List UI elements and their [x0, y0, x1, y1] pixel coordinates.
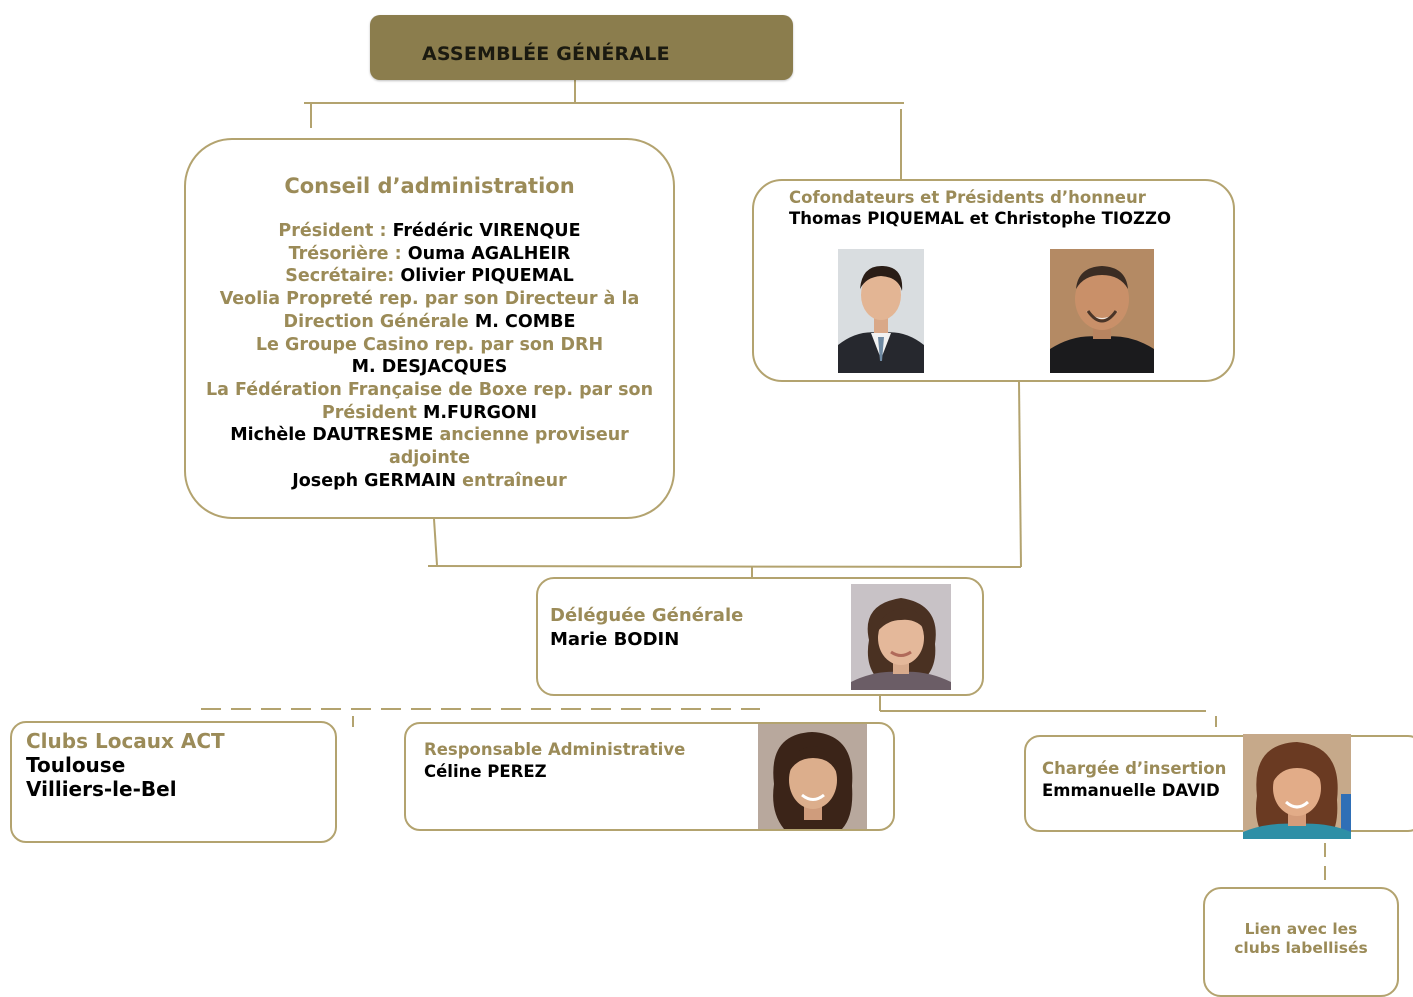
clubs-title: Clubs Locaux ACT — [26, 729, 225, 753]
conseil-member-line: adjointe — [192, 447, 667, 470]
club-city: Toulouse — [26, 753, 126, 777]
portrait-photo-emmanuelle — [1243, 734, 1351, 839]
conseil-member-line: Joseph GERMAIN entraîneur — [192, 470, 667, 493]
lien-clubs-box: Lien avec les clubs labellisés — [1203, 887, 1399, 997]
conseil-text-segment: adjointe — [388, 448, 471, 469]
lien-text: Lien avec les clubs labellisés — [1205, 920, 1397, 958]
conseil-member-line: Veolia Propreté rep. par son Directeur à… — [192, 288, 667, 311]
conseil-administration-box: Conseil d’administration Président : Fré… — [184, 138, 675, 519]
conseil-text-segment: ancienne proviseur — [439, 425, 629, 446]
conseil-text-segment: Direction Générale — [283, 311, 475, 332]
assemblee-generale-title: ASSEMBLÉE GÉNÉRALE — [422, 43, 670, 65]
chargee-insertion-box: Chargée d’insertion Emmanuelle DAVID — [1024, 735, 1413, 832]
conseil-text-segment: Veolia Propreté rep. par son Directeur à… — [219, 289, 640, 310]
conseil-member-line: Président M.FURGONI — [192, 402, 667, 425]
conseil-text-segment: entraîneur — [462, 470, 567, 491]
conseil-text-segment: M. DESJACQUES — [351, 357, 508, 378]
chargee-title: Chargée d’insertion — [1042, 759, 1227, 778]
conseil-text-segment: Frédéric VIRENQUE — [392, 221, 581, 241]
conseil-member-line: Trésorière : Ouma AGALHEIR — [192, 243, 667, 266]
portrait-photo-christophe — [1050, 249, 1154, 373]
conseil-member-line: Le Groupe Casino rep. par son DRH — [192, 334, 667, 357]
responsable-title: Responsable Administrative — [424, 740, 686, 759]
responsable-name: Céline PEREZ — [424, 762, 547, 781]
conseil-text-segment: Président : — [278, 221, 393, 241]
conseil-title: Conseil d’administration — [284, 174, 575, 198]
conseil-text-segment: M. COMBE — [474, 311, 576, 332]
conseil-member-line: Direction Générale M. COMBE — [192, 311, 667, 334]
conseil-member-line: Président : Frédéric VIRENQUE — [192, 220, 667, 243]
cofondateurs-box: Cofondateurs et Présidents d’honneur Tho… — [752, 179, 1235, 382]
deleguee-generale-box: Déléguée Générale Marie BODIN — [536, 577, 984, 696]
deleguee-title: Déléguée Générale — [550, 605, 744, 626]
cofondateurs-title: Cofondateurs et Présidents d’honneur — [789, 188, 1146, 207]
clubs-locaux-box: Clubs Locaux ACT Toulouse Villiers-le-Be… — [10, 721, 337, 843]
chargee-name: Emmanuelle DAVID — [1042, 781, 1220, 800]
portrait-photo-celine — [758, 724, 867, 829]
conseil-member-line: M. DESJACQUES — [192, 356, 667, 379]
conseil-text-segment: Michèle DAUTRESME — [230, 425, 440, 446]
conseil-text-segment: La Fédération Française de Boxe rep. par… — [205, 379, 654, 400]
assemblee-generale-box: ASSEMBLÉE GÉNÉRALE — [370, 15, 793, 80]
lien-label: Lien avec les clubs labellisés — [1234, 920, 1368, 957]
conseil-text-segment: Trésorière : — [288, 243, 408, 264]
conseil-member-line: Secrétaire: Olivier PIQUEMAL — [192, 265, 667, 288]
club-city: Villiers-le-Bel — [26, 777, 177, 801]
deleguee-name: Marie BODIN — [550, 629, 680, 650]
portrait-photo-thomas — [838, 249, 924, 373]
conseil-member-line: La Fédération Française de Boxe rep. par… — [192, 379, 667, 402]
conseil-text-segment: M.FURGONI — [422, 402, 538, 423]
cofondateurs-names: Thomas PIQUEMAL et Christophe TIOZZO — [789, 209, 1171, 228]
conseil-text-segment: Le Groupe Casino rep. par son DRH — [255, 334, 604, 355]
portrait-photo-marie — [851, 584, 951, 690]
responsable-administrative-box: Responsable Administrative Céline PEREZ — [404, 722, 895, 831]
conseil-text-segment: Ouma AGALHEIR — [407, 243, 571, 264]
conseil-text-segment: Olivier PIQUEMAL — [400, 266, 574, 287]
conseil-member-line: Michèle DAUTRESME ancienne proviseur — [192, 424, 667, 447]
conseil-text-segment: Secrétaire: — [285, 266, 401, 287]
conseil-text-segment: Joseph GERMAIN — [292, 470, 463, 491]
conseil-text-segment: Président — [321, 402, 423, 423]
